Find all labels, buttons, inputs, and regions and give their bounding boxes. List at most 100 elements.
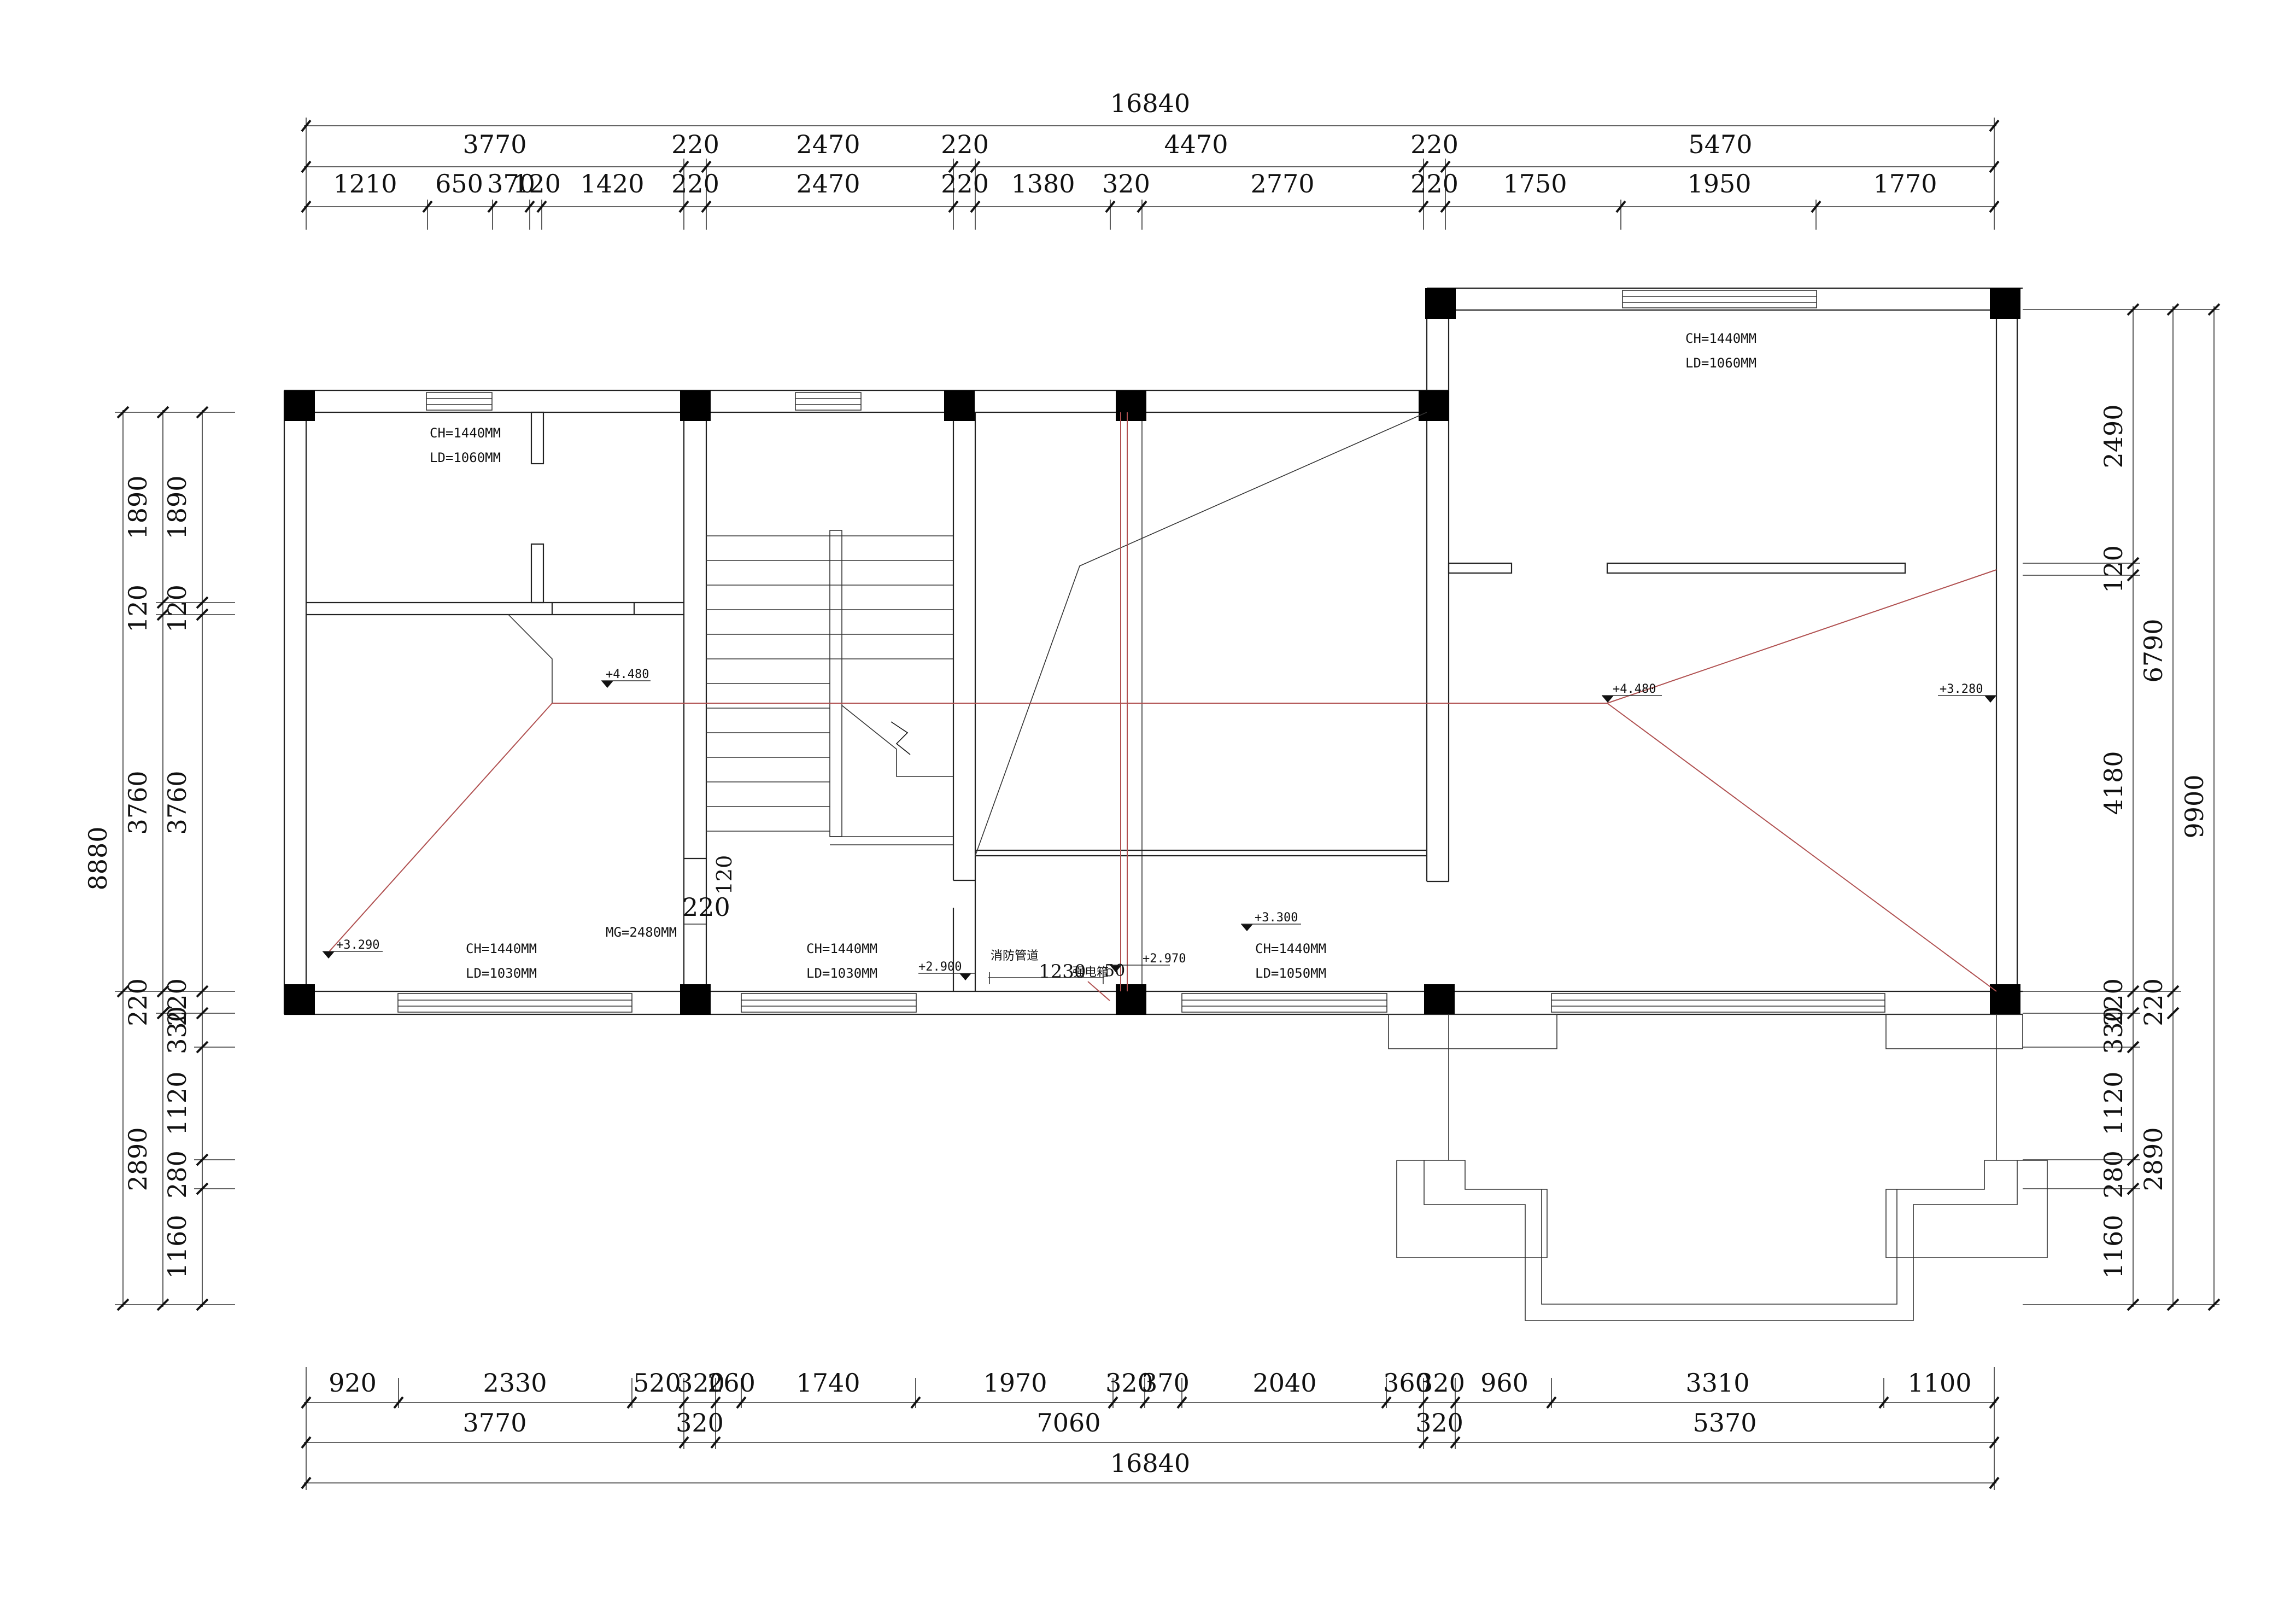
column [680,984,711,1015]
dim-top-r1-0: 3770 [462,130,526,159]
dim-left-a2: 3760 [123,770,153,834]
dim-right-a4: 330 [2099,1006,2128,1054]
dim-left-a0: 1890 [123,475,153,539]
windows [397,290,1885,1013]
dim-bot-r1-1: 2330 [483,1368,547,1398]
dim-left-b4: 330 [162,1006,192,1054]
dim-220-door: 220 [682,892,730,922]
level-label-1: +4.480 [606,668,649,681]
left-dimensions: 8880 1890 120 3760 220 2890 1890 120 376… [83,406,235,1311]
dim-top-r2-3: 120 [513,169,561,198]
dim-bot-r1-12: 960 [1480,1368,1528,1398]
dim-bot-r1-11: 320 [1417,1368,1465,1398]
dim-bot-r2-1: 320 [676,1408,724,1438]
dim-top-overall: 16840 [1110,89,1190,118]
bottom-dimensions: 920 2330 520 320 260 1740 1970 320 370 2… [301,1367,2000,1490]
level-label-2: +3.290 [336,938,379,952]
dim-top-r2-2: 370 [487,169,535,198]
dim-top-r1-3: 220 [941,130,989,159]
dim-bot-r2-2: 7060 [1036,1408,1100,1438]
dim-left-a4: 2890 [123,1127,153,1191]
dim-bot-r1-14: 1100 [1907,1368,1971,1398]
room4-ld: LD=1030MM [806,966,877,981]
room-notes: CH=1440MM LD=1060MM CH=1440MM LD=1060MM … [430,331,1756,981]
dim-bot-r2-4: 5370 [1692,1408,1756,1438]
dim-top-r2-10: 2770 [1250,169,1314,198]
dim-top-r1-2: 2470 [796,130,860,159]
level-label-3: +2.900 [918,960,962,974]
dim-bot-r1-9: 2040 [1252,1368,1316,1398]
dim-left-b2: 3760 [162,770,192,834]
dim-top-r2-5: 220 [671,169,719,198]
column [1425,288,1456,319]
dim-bot-r2-3: 320 [1415,1408,1463,1438]
dim-bot-r1-6: 1970 [983,1368,1047,1398]
dim-bot-r1-5: 1740 [796,1368,860,1398]
room3-ch: CH=1440MM [466,941,537,956]
bay-window-balcony [1388,1014,2048,1321]
dim-right-b1: 220 [2139,978,2168,1026]
dim-left-a1: 120 [123,585,153,633]
room2-ld: LD=1060MM [1685,355,1756,371]
dim-bot-r1-2: 520 [633,1368,681,1398]
dim-bot-r1-3: 320 [677,1368,725,1398]
dim-bot-r1-13: 3310 [1685,1368,1749,1398]
dim-right-a3: 220 [2099,978,2128,1026]
power-box-label: 强电箱 [1073,966,1109,979]
column [1424,984,1455,1015]
level-triangle [1110,965,1122,972]
level-triangle [601,681,613,688]
dim-right-a0: 2490 [2099,404,2128,468]
dim-top-r1-5: 220 [1410,130,1459,159]
dim-top-r1-4: 4470 [1164,130,1228,159]
room1-ch: CH=1440MM [430,425,501,441]
dim-right-a2: 4180 [2099,751,2128,815]
room5-ch: CH=1440MM [1255,941,1326,956]
dim-left-b0: 1890 [162,475,192,539]
dim-top-r2-7: 220 [941,169,989,198]
dim-left-b3: 220 [162,978,192,1026]
dim-50: 50 [1104,961,1125,980]
dim-bot-r1-8: 370 [1141,1368,1190,1398]
dim-left-b6: 280 [162,1150,192,1199]
dim-bot-r2-0: 3770 [462,1408,526,1438]
dim-right-a1: 120 [2099,545,2128,593]
dim-bot-r1-10: 360 [1383,1368,1431,1398]
dim-left-a3: 220 [123,978,153,1026]
dim-bot-r1-0: 920 [329,1368,377,1398]
dim-120-door: 120 [712,855,736,895]
dim-left-b5: 1120 [162,1071,192,1135]
level-markers: +4.480 +3.290 +2.900 +2.970 +3.300 +4.48… [323,668,1996,980]
ceiling-reference-lines [325,412,1997,992]
dim-top-r2-0: 1210 [333,169,397,198]
column [284,984,315,1015]
interior-walls [306,411,1906,991]
dim-top-r2-1: 650 [435,169,483,198]
level-triangle [1602,696,1614,703]
column [944,390,975,421]
dim-top-r2-14: 1770 [1873,169,1937,198]
level-label-5: +3.300 [1255,911,1298,925]
dim-right-a7: 1160 [2099,1214,2128,1278]
dim-top-r2-8: 1380 [1011,169,1075,198]
room1-ld: LD=1060MM [430,450,501,465]
column [1419,390,1449,421]
column [680,390,711,421]
dim-1230: 1230 [1039,961,1086,983]
dim-top-r2-9: 320 [1102,169,1150,198]
level-label-7: +3.280 [1940,682,1983,696]
annotations: 消防管道 强电箱 1230 50 220 120 [682,855,1125,1001]
dim-top-r2-6: 2470 [796,169,860,198]
dim-bot-overall: 16840 [1110,1448,1190,1478]
room5-ld: LD=1050MM [1255,966,1326,981]
dim-top-r2-12: 1750 [1503,169,1567,198]
column [1990,288,2020,319]
dim-right-a5: 1120 [2099,1071,2128,1135]
level-label-4: +2.970 [1143,952,1186,966]
room4-ch: CH=1440MM [806,941,877,956]
fire-pipe-label: 消防管道 [991,949,1039,963]
door-height-note: MG=2480MM [606,925,677,940]
dim-top-r2-13: 1950 [1687,169,1751,198]
